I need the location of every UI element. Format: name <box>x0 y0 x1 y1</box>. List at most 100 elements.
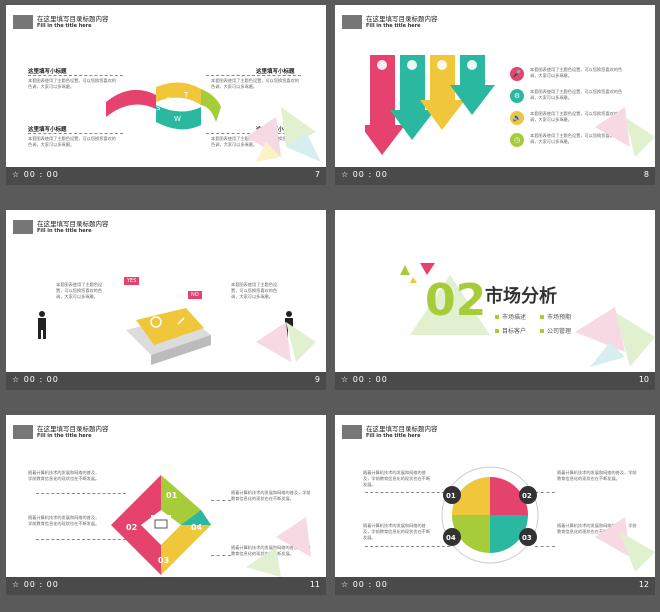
body-text-left: 本套图表使用了主题色设置，可以您换您喜欢的色调，大家可以多琢磨。 <box>56 282 103 299</box>
clock-icon: ◷ <box>510 133 524 147</box>
decor-triangles <box>595 517 655 572</box>
title-bar <box>342 425 362 439</box>
slide-footer: ☆ 00 : 00 7 <box>6 167 326 185</box>
decor-triangles <box>256 322 316 362</box>
label-01: 01 <box>446 492 456 500</box>
swot-t: T <box>183 91 189 99</box>
connector-line <box>211 500 231 501</box>
mic-icon: 🎤 <box>510 67 524 81</box>
menu-item-3[interactable]: 目标客户 <box>495 326 526 335</box>
slide-number: 8 <box>643 170 649 179</box>
decor-triangles <box>246 517 311 577</box>
slide-12[interactable]: 在这里填写目录标题内容 Fill in the title here 随着计算机… <box>335 415 655 595</box>
arrow-columns-chart <box>365 55 495 155</box>
slide-footer: ☆ 00 : 00 9 <box>6 372 326 390</box>
divider <box>206 75 301 76</box>
menu-item-1[interactable]: 市场描述 <box>495 312 526 321</box>
connector-line <box>535 492 555 493</box>
yes-label: YES <box>124 277 140 285</box>
switch-key-graphic <box>126 308 211 365</box>
footer-time: ☆ 00 : 00 <box>12 375 59 384</box>
slide-subtitle: Fill in the title here <box>366 433 421 439</box>
slide-9[interactable]: 在这里填写目录标题内容 Fill in the title here 本套图表使… <box>6 210 326 390</box>
label-04: 04 <box>191 523 203 532</box>
divider <box>28 75 123 76</box>
footer-time: ☆ 00 : 00 <box>341 170 388 179</box>
slide-number: 12 <box>638 580 649 589</box>
slide-number: 11 <box>309 580 320 589</box>
decor-triangles <box>246 107 321 162</box>
body-text: 随着计算机技术的发展和网络的普及，学前教育信息化的现状也在不断发展。 <box>231 545 311 556</box>
label-01: 01 <box>166 491 178 500</box>
swot-ribbon: S W O T <box>106 82 221 130</box>
speaker-icon: 🔊 <box>510 111 524 125</box>
section-number: 02 <box>425 275 487 326</box>
swot-s: S <box>156 104 161 112</box>
label-03: 03 <box>158 556 169 565</box>
big-triangle <box>410 275 490 335</box>
section-title: 市场分析 <box>485 286 557 307</box>
body-text: 本套图表使用了主题色设置，可以您换您喜欢的色调，大家可以多琢磨。 <box>28 78 116 89</box>
decor-triangles <box>575 307 655 367</box>
heading-bottom-left: 这里填写小标题 <box>28 127 67 133</box>
slide-footer: ☆ 00 : 00 8 <box>335 167 655 185</box>
footer-time: ☆ 00 : 00 <box>341 580 388 589</box>
title-bar <box>13 15 33 29</box>
slide-subtitle: Fill in the title here <box>37 433 92 439</box>
slide-number: 9 <box>314 375 320 384</box>
slide-footer: ☆ 00 : 00 12 <box>335 577 655 595</box>
body-text: 本套图表使用了主题色设置，可以您换您喜欢的色调，大家可以多琢磨。 <box>211 78 299 89</box>
gear-icon: ⚙ <box>510 89 524 103</box>
label-02: 02 <box>126 523 137 532</box>
businessman-left <box>38 311 46 339</box>
footer-time: ☆ 00 : 00 <box>12 170 59 179</box>
decor-triangles-top <box>400 263 435 283</box>
body-text: 随着计算机技术的发展和网络的普及，学前教育信息化的现状也在不断发展。 <box>28 515 100 526</box>
slide-11[interactable]: 在这里填写目录标题内容 Fill in the title here 随着计算机… <box>6 415 326 595</box>
slide-subtitle: Fill in the title here <box>37 228 92 234</box>
slide-title: 在这里填写目录标题内容 <box>366 425 438 433</box>
body-text: 本套图表使用了主题色设置，可以您换您喜欢的色调，大家可以多琢磨。 <box>530 89 623 100</box>
slide-10[interactable]: 02 市场分析 市场描述 市场预期 目标客户 公司管理 ☆ 00 : 00 10 <box>335 210 655 390</box>
slide-footer: ☆ 00 : 00 10 <box>335 372 655 390</box>
body-text: 随着计算机技术的发展和网络的普及，学前教育信息化的现状也在不断发展。 <box>363 523 431 540</box>
footer-time: ☆ 00 : 00 <box>12 580 59 589</box>
menu-item-2[interactable]: 市场预期 <box>540 312 571 321</box>
slide-7[interactable]: 在这里填写目录标题内容 Fill in the title here 这里填写小… <box>6 5 326 185</box>
label-03: 03 <box>522 534 532 542</box>
circle-diagram: 01 02 03 04 <box>441 466 539 564</box>
body-text: 本套图表使用了主题色设置，可以您换您喜欢的色调，大家可以多琢磨。 <box>530 111 623 122</box>
slide-title: 在这里填写目录标题内容 <box>37 425 109 433</box>
menu-item-4[interactable]: 公司管理 <box>540 326 571 335</box>
no-label: NO <box>188 291 202 299</box>
decor-triangles <box>595 107 655 157</box>
divider <box>28 133 123 134</box>
slide-title: 在这里填写目录标题内容 <box>37 220 109 228</box>
label-02: 02 <box>522 492 532 500</box>
swot-o: O <box>166 96 172 104</box>
connector-line <box>36 493 126 494</box>
title-bar <box>342 15 362 29</box>
connector-line <box>365 546 450 547</box>
slide-subtitle: Fill in the title here <box>37 23 92 29</box>
body-text: 本套图表使用了主题色设置，可以您换您喜欢的色调，大家可以多琢磨。 <box>530 133 623 144</box>
swot-w: W <box>174 115 181 123</box>
connector-line <box>365 492 450 493</box>
connector-line <box>535 546 555 547</box>
heading-top-right: 这里填写小标题 <box>256 69 295 75</box>
diamond-diagram: 01 02 03 04 <box>111 475 211 575</box>
slide-footer: ☆ 00 : 00 11 <box>6 577 326 595</box>
body-text: 随着计算机技术的发展和网络的普及，学前教育信息化的现状也在不断发展。 <box>363 470 431 487</box>
title-bar <box>13 220 33 234</box>
body-text: 随着计算机技术的发展和网络的普及，学前教育信息化的现状也在不断发展。 <box>557 523 637 534</box>
body-text: 本套图表使用了主题色设置，可以您换您喜欢的色调，大家可以多琢磨。 <box>28 136 116 147</box>
body-text: 本套图表使用了主题色设置，可以您换您喜欢的色调，大家可以多琢磨。 <box>530 67 623 78</box>
title-bar <box>13 425 33 439</box>
body-text: 随着计算机技术的发展和网络的普及，学前教育信息化的现状也在不断发展。 <box>557 470 637 481</box>
slide-subtitle: Fill in the title here <box>366 23 421 29</box>
label-04: 04 <box>446 534 456 542</box>
slide-8[interactable]: 在这里填写目录标题内容 Fill in the title here 🎤 本套图… <box>335 5 655 185</box>
slide-number: 10 <box>638 375 649 384</box>
slide-title: 在这里填写目录标题内容 <box>366 15 438 23</box>
connector-line <box>211 555 231 556</box>
